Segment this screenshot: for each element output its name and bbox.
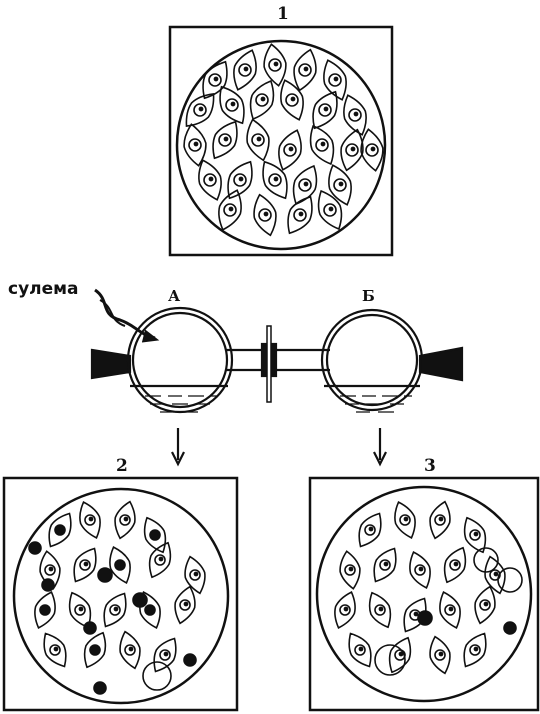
nucleolus (54, 647, 57, 650)
nucleolus (339, 182, 342, 185)
nucleolus (474, 647, 477, 650)
damaged-cells (29, 502, 205, 694)
panel-3 (310, 478, 538, 710)
nucleolus (114, 607, 117, 610)
nucleolus (289, 147, 292, 150)
substance-label: сулема (8, 279, 79, 299)
nucleolus (379, 607, 382, 610)
cell-nucleus (115, 560, 125, 570)
nucleolus (329, 207, 332, 210)
nucleolus (89, 517, 92, 520)
nucleolus (231, 102, 234, 105)
valve-rod (267, 326, 271, 402)
flask-b-inner (327, 315, 417, 405)
healthy-cells (184, 44, 383, 235)
panel-2-frame (4, 478, 237, 710)
nucleolus (494, 572, 497, 575)
nucleolus (194, 572, 197, 575)
nucleolus (79, 607, 82, 610)
nucleolus (334, 77, 337, 80)
pyknotic-nucleus (94, 682, 106, 694)
connecting-tube (226, 350, 330, 370)
panel-2 (4, 478, 237, 710)
nucleolus (369, 527, 372, 530)
rounded-cell (498, 568, 522, 592)
cell-nucleus (40, 605, 50, 615)
panel-2-number: 2 (116, 456, 128, 476)
nucleolus (209, 177, 212, 180)
flask-a-inner (133, 313, 227, 407)
nucleolus (354, 112, 357, 115)
nucleolus (239, 177, 242, 180)
right-tube (420, 348, 462, 380)
nucleolus (159, 557, 162, 560)
cell-nucleus (90, 645, 100, 655)
nucleolus (449, 607, 452, 610)
pyknotic-nucleus (29, 542, 41, 554)
nucleolus (184, 602, 187, 605)
nucleolus (419, 567, 422, 570)
panel-1 (170, 27, 392, 255)
pyknotic-nucleus (42, 579, 54, 591)
nucleolus (404, 517, 407, 520)
panel-3-frame (310, 478, 538, 710)
nucleolus (124, 517, 127, 520)
pyknotic-nucleus (98, 568, 112, 582)
panel-1-frame (170, 27, 392, 255)
pyknotic-nucleus (504, 622, 516, 634)
nucleolus (384, 562, 387, 565)
nucleolus (439, 517, 442, 520)
left-tube (92, 350, 130, 378)
pyknotic-nucleus (84, 622, 96, 634)
nucleolus (484, 602, 487, 605)
nucleolus (299, 212, 302, 215)
nucleolus (214, 77, 217, 80)
nucleolus (244, 67, 247, 70)
nucleolus (84, 562, 87, 565)
pyknotic-nucleus (184, 654, 196, 666)
panel-1-number: 1 (277, 4, 289, 24)
nucleolus (344, 607, 347, 610)
nucleolus (257, 137, 260, 140)
nucleolus (324, 107, 327, 110)
nucleolus (321, 142, 324, 145)
nucleolus (291, 97, 294, 100)
nucleolus (264, 212, 267, 215)
chamber-b-label: Б (362, 287, 375, 305)
nucleolus (349, 567, 352, 570)
nucleolus (229, 207, 232, 210)
nucleolus (359, 647, 362, 650)
nucleolus (224, 137, 227, 140)
nucleolus (414, 612, 417, 615)
nucleolus (261, 97, 264, 100)
nucleolus (399, 652, 402, 655)
nucleolus (304, 182, 307, 185)
mixed-cells (335, 502, 522, 675)
nucleolus (274, 177, 277, 180)
nucleolus (129, 647, 132, 650)
nucleolus (199, 107, 202, 110)
chamber-a-label: А (168, 287, 180, 305)
nucleolus (164, 652, 167, 655)
nucleolus (371, 147, 374, 150)
nucleolus (274, 62, 277, 65)
cell-nucleus (145, 605, 155, 615)
nucleolus (474, 532, 477, 535)
panel-3-number: 3 (424, 456, 436, 476)
pyknotic-nucleus (418, 611, 432, 625)
nucleolus (49, 567, 52, 570)
nucleolus (454, 562, 457, 565)
cell-nucleus (150, 530, 160, 540)
rounded-cell (143, 662, 171, 690)
cell-nucleus (55, 525, 65, 535)
pyknotic-nucleus (133, 593, 147, 607)
apparatus (92, 290, 462, 464)
flask-b (322, 310, 422, 410)
nucleolus (194, 142, 197, 145)
nucleolus (439, 652, 442, 655)
nucleolus (351, 147, 354, 150)
nucleolus (304, 67, 307, 70)
